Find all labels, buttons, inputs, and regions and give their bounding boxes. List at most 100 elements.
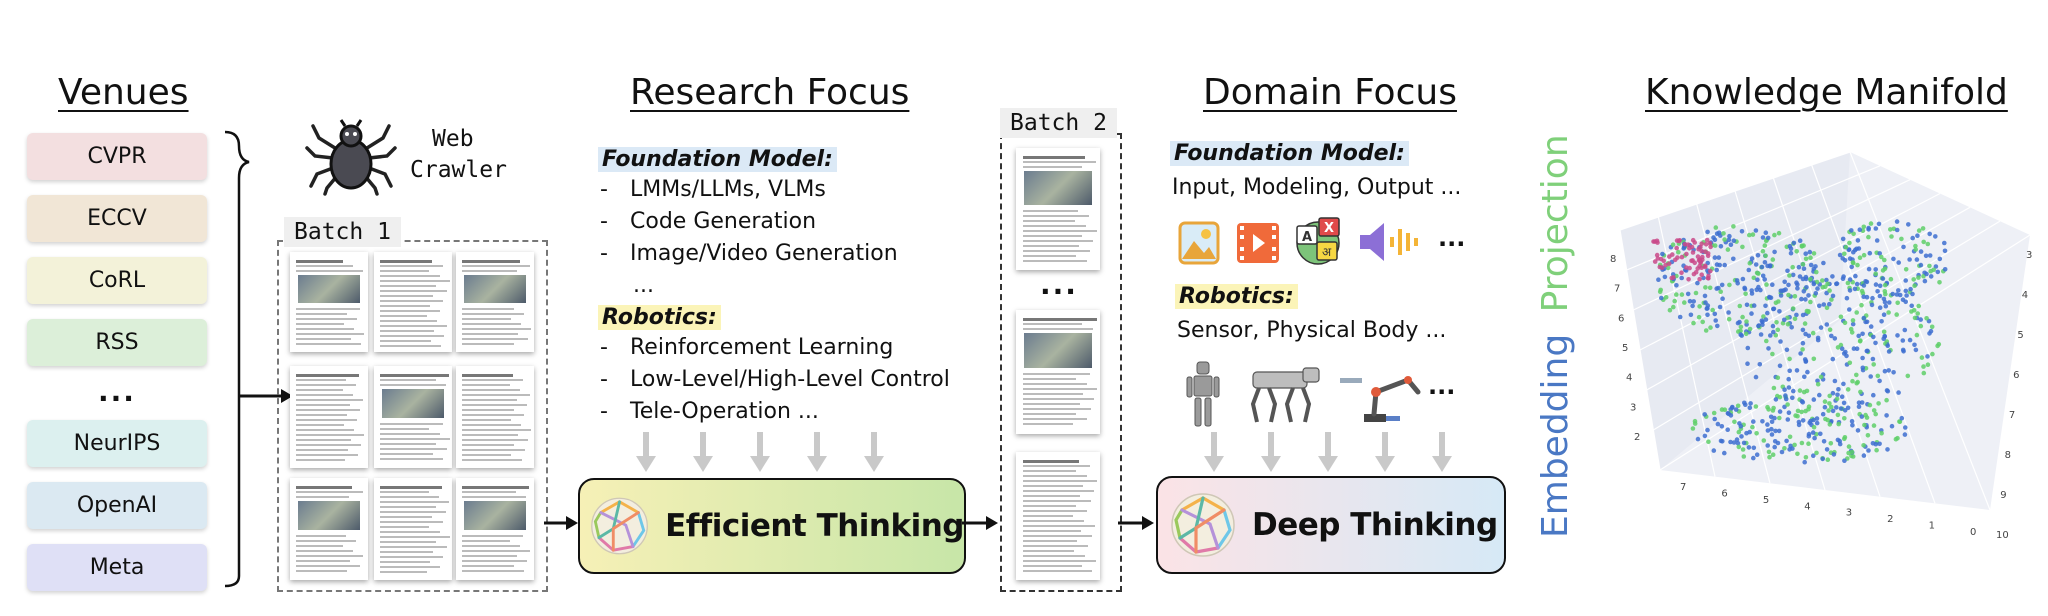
venue-rss: RSS (27, 319, 207, 366)
arrow-efficient-to-batch2 (962, 516, 998, 530)
paper-thumbnail (374, 252, 452, 352)
deep-thinking-box: Deep Thinking (1156, 476, 1506, 574)
batch1-label: Batch 1 (284, 217, 401, 247)
projection-word: Projection (1535, 134, 1576, 312)
venue-ellipsis: ... (98, 375, 136, 408)
research-focus-heading: Research Focus (630, 72, 910, 113)
embedding-projection-label: Embedding Projection (1535, 134, 1576, 538)
x-tick: 3 (1846, 508, 1852, 519)
venue-openai: OpenAI (27, 482, 207, 529)
paper-thumbnail (290, 366, 368, 468)
bullet-dash: - (600, 399, 608, 424)
batch1-frame (277, 240, 548, 592)
gray-arrows-efficient (636, 432, 884, 472)
svg-text:अ: अ (1322, 245, 1332, 259)
plot-grid (1619, 151, 2031, 511)
research-robotics-item: -Low-Level/High-Level Control (600, 367, 950, 392)
domain-focus-heading: Domain Focus (1203, 72, 1457, 113)
research-robotics-item: -Reinforcement Learning (600, 335, 893, 360)
y-tick: 4 (1626, 373, 1632, 384)
x-tick: 5 (1763, 495, 1769, 506)
research-robotics-title: Robotics: (598, 305, 721, 330)
efficient-thinking-label: Efficient Thinking (665, 508, 964, 544)
paper-thumbnail (1016, 148, 1100, 270)
venues-brace (224, 130, 293, 588)
venue-neurips: NeurIPS (27, 420, 207, 467)
domain-fm-text: Input, Modeling, Output ... (1172, 175, 1462, 200)
x-tick: 1 (1929, 521, 1935, 532)
deep-thinking-label: Deep Thinking (1252, 507, 1498, 543)
quadruped-robot-icon (1250, 367, 1320, 423)
venues-heading: Venues (58, 72, 189, 113)
z-tick: 9 (2000, 490, 2006, 501)
y-tick: 6 (1618, 313, 1624, 324)
z-tick: 4 (2022, 290, 2028, 301)
paper-thumbnail (374, 478, 452, 580)
x-tick: 0 (1970, 527, 1976, 538)
research-fm-item-text: Image/Video Generation (630, 241, 898, 266)
paper-thumbnail (290, 478, 368, 580)
y-tick: 3 (1630, 402, 1636, 413)
spider-icon (305, 119, 397, 196)
efficient-thinking-box: Efficient Thinking (578, 478, 966, 574)
z-tick: 7 (2009, 410, 2015, 421)
research-fm-item-text: Code Generation (630, 209, 817, 234)
y-tick: 7 (1614, 284, 1620, 295)
y-tick: 5 (1622, 343, 1628, 354)
arrow-batch1-to-efficient (544, 516, 578, 530)
bullet-dash: - (600, 177, 608, 202)
z-tick: 5 (2017, 330, 2023, 341)
research-fm-title: Foundation Model: (598, 147, 837, 172)
domain-robotics-text: Sensor, Physical Body ... (1177, 318, 1447, 343)
x-tick: 2 (1887, 514, 1893, 525)
domain-fm-title: Foundation Model: (1170, 141, 1409, 166)
svg-text:X: X (1324, 221, 1334, 236)
plot-points (1651, 219, 1948, 465)
paper-thumbnail (456, 478, 534, 580)
plot-back-wall (1620, 152, 1850, 470)
gray-arrows-deep (1204, 432, 1452, 472)
arrow-batch2-to-deep (1118, 516, 1154, 530)
paper-thumbnail (1016, 452, 1100, 580)
x-tick: 4 (1804, 501, 1810, 512)
research-fm-item: -LMMs/LLMs, VLMs (600, 177, 826, 202)
bullet-dash: - (600, 335, 608, 360)
research-robotics-item-text: Low-Level/High-Level Control (630, 367, 950, 392)
sphere-logo-icon (1171, 493, 1235, 557)
paper-thumbnail (374, 366, 452, 468)
sphere-logo-icon (591, 497, 648, 555)
paper-thumbnail (456, 366, 534, 468)
research-robotics-item-text: Tele-Operation ... (630, 399, 819, 424)
paper-thumbnail (1016, 310, 1100, 434)
knowledge-manifold-heading: Knowledge Manifold (1645, 72, 2008, 113)
research-fm-more: ... (633, 273, 654, 298)
z-tick: 3 (2026, 250, 2032, 261)
translate-icon: A X अ (1296, 217, 1340, 265)
bullet-dash: - (600, 241, 608, 266)
domain-robotics-title: Robotics: (1175, 284, 1298, 309)
venue-meta: Meta (27, 544, 207, 591)
venue-corl: CoRL (27, 257, 207, 304)
domain-robot-icons-ellipsis: ... (1428, 372, 1456, 400)
research-robotics-item: -Tele-Operation ... (600, 399, 819, 424)
embedding-word: Embedding (1535, 334, 1576, 538)
research-robotics-item-text: Reinforcement Learning (630, 335, 894, 360)
paper-thumbnail (290, 252, 368, 352)
y-tick: 2 (1634, 432, 1640, 443)
crawler-label-line1: Web (432, 126, 474, 152)
image-icon (1178, 221, 1220, 265)
batch2-ellipsis: ... (1040, 268, 1078, 301)
domain-fm-icons-ellipsis: ... (1438, 224, 1466, 252)
robot-arm-icon (1340, 376, 1421, 422)
y-tick: 8 (1610, 254, 1616, 265)
research-fm-item-text: LMMs/LLMs, VLMs (630, 177, 826, 202)
audio-icon (1360, 223, 1418, 261)
bullet-dash: - (600, 209, 608, 234)
research-fm-item: -Image/Video Generation (600, 241, 898, 266)
x-tick: 7 (1680, 482, 1686, 493)
z-tick: 6 (2013, 370, 2019, 381)
z-tick: 8 (2005, 450, 2011, 461)
video-icon (1237, 223, 1279, 263)
z-tick: 10 (1996, 530, 2009, 541)
